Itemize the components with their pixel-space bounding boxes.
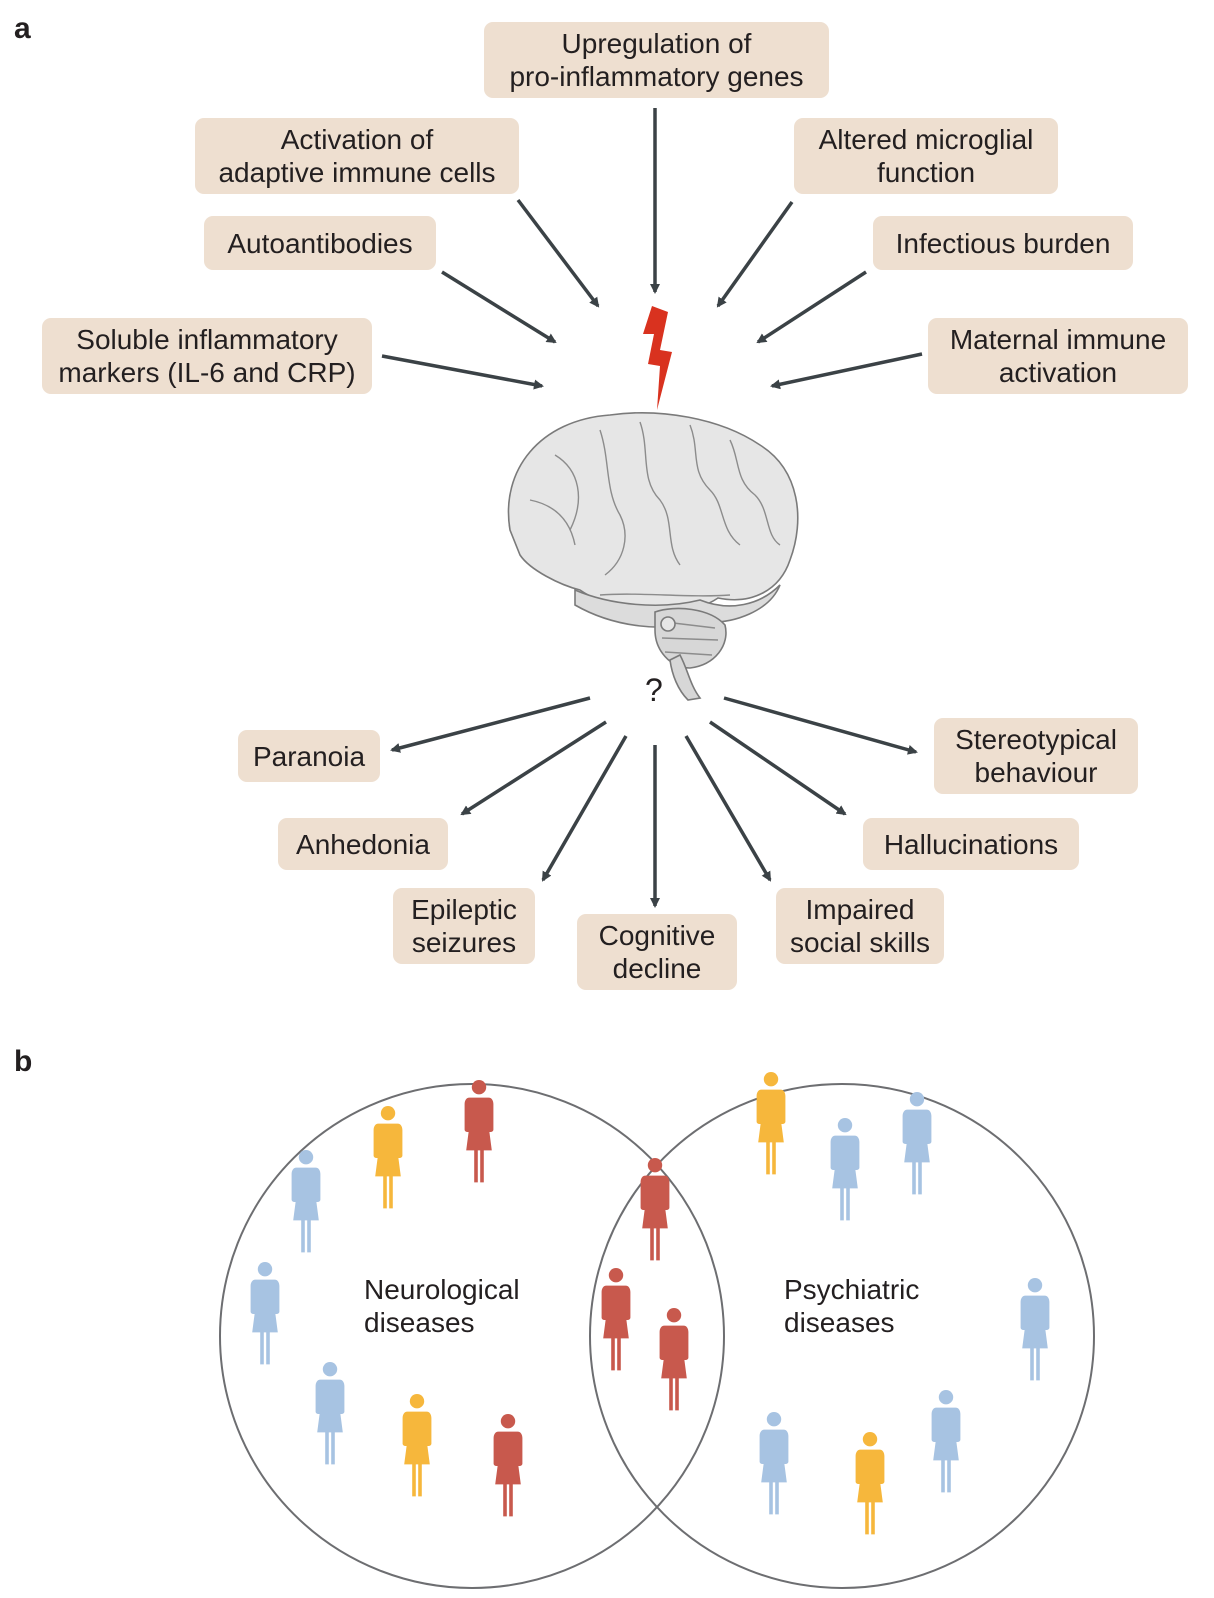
cause-soluble-markers: Soluble inflammatory markers (IL-6 and C…: [42, 318, 372, 394]
person-icon: [493, 1414, 523, 1517]
person-icon: [601, 1268, 631, 1371]
venn-right-circle: [589, 1083, 1095, 1589]
person-icon: [1020, 1278, 1050, 1381]
person-icon: [315, 1362, 345, 1465]
panel-a-label: a: [14, 12, 31, 45]
person-icon: [291, 1150, 321, 1253]
cause-adaptive-immune: Activation of adaptive immune cells: [195, 118, 519, 194]
cause-arrows: [381, 108, 923, 390]
arrow-anhedonia: [460, 720, 607, 816]
arrow-autoantibodies: [441, 270, 557, 344]
outcome-arrows: [390, 696, 918, 908]
person-icon: [659, 1308, 689, 1411]
arrow-microglial: [716, 200, 794, 308]
person-icon: [402, 1394, 432, 1497]
arrow-impaired: [684, 735, 772, 882]
outcome-paranoia: Paranoia: [238, 730, 380, 782]
outcome-stereotypical: Stereotypical behaviour: [934, 718, 1138, 794]
venn-left-label: Neurological diseases: [364, 1274, 520, 1338]
outcome-hallucinations: Hallucinations: [863, 818, 1079, 870]
person-icon: [250, 1262, 280, 1365]
cause-microglial: Altered microglial function: [794, 118, 1058, 194]
lightning-bolt-icon: [643, 306, 672, 410]
arrow-maternal: [770, 352, 923, 390]
person-icon: [855, 1432, 885, 1535]
arrow-epileptic: [541, 735, 628, 882]
person-icon: [830, 1118, 860, 1221]
person-icon: [902, 1092, 932, 1195]
person-icon: [373, 1106, 403, 1209]
venn-left-circle: [219, 1083, 725, 1589]
question-mark: ?: [645, 672, 663, 708]
arrow-paranoia: [390, 696, 591, 753]
outcome-epileptic: Epileptic seizures: [393, 888, 535, 964]
people-overlap: [601, 1158, 689, 1411]
arrow-soluble: [381, 354, 544, 390]
cause-infectious: Infectious burden: [873, 216, 1133, 270]
person-icon: [464, 1080, 494, 1183]
person-icon: [759, 1412, 789, 1515]
outcome-anhedonia: Anhedonia: [278, 818, 448, 870]
arrow-infectious: [756, 270, 867, 344]
cause-upregulation: Upregulation of pro-inflammatory genes: [484, 22, 829, 98]
person-icon: [756, 1072, 786, 1175]
arrow-hallucinations: [709, 720, 847, 816]
arrow-stereotypical: [723, 696, 918, 755]
arrow-adaptive: [516, 198, 600, 308]
person-icon: [931, 1390, 961, 1493]
outcome-impaired-social: Impaired social skills: [776, 888, 944, 964]
venn-right-label: Psychiatric diseases: [784, 1274, 920, 1338]
cause-maternal: Maternal immune activation: [928, 318, 1188, 394]
outcome-cognitive: Cognitive decline: [577, 914, 737, 990]
cause-autoantibodies: Autoantibodies: [204, 216, 436, 270]
brain-illustration: [507, 412, 799, 701]
panel-b-label: b: [14, 1045, 33, 1078]
